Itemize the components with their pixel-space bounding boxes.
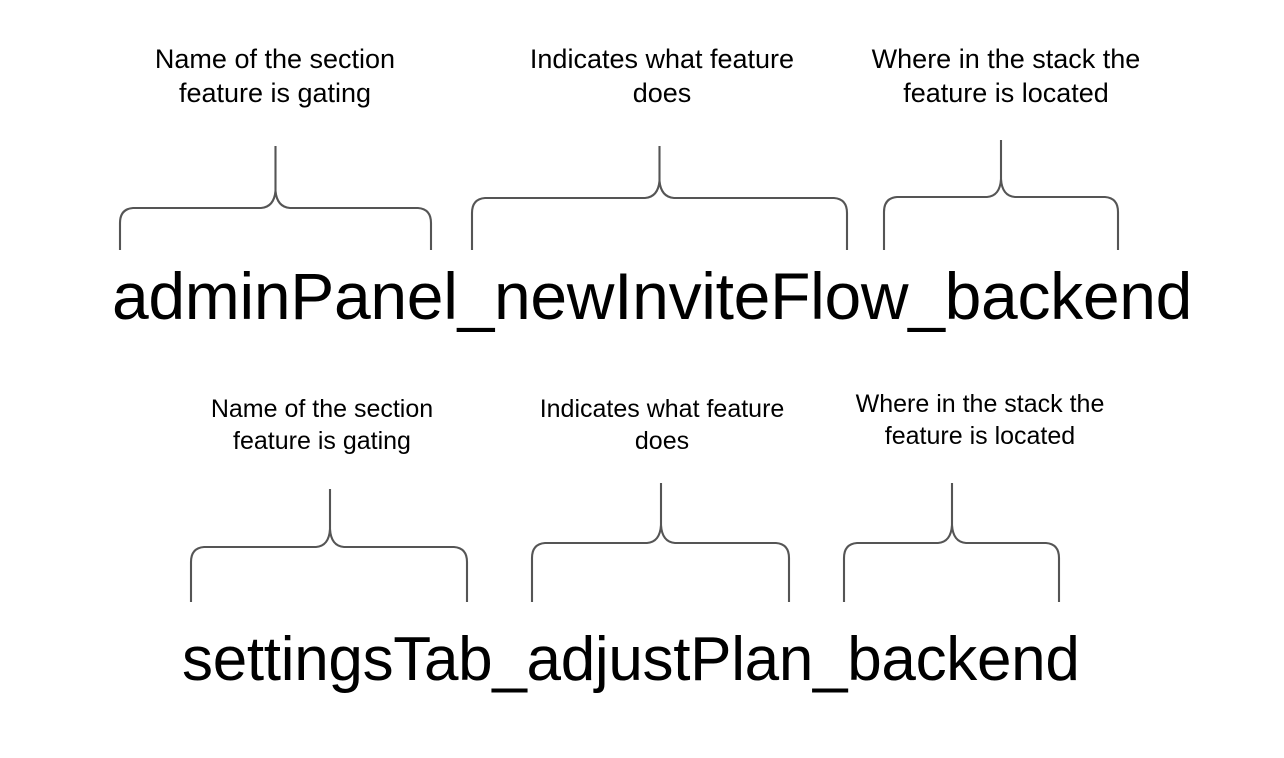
caption-layer-2: Where in the stack the feature is locate… [855, 390, 1105, 450]
brace-layer-2 [843, 483, 1060, 602]
feature-flag-token-1: adminPanel_newInviteFlow_backend [112, 259, 1193, 333]
brace-layer-1 [883, 140, 1119, 250]
caption-behavior-2: Indicates what feature does [539, 395, 785, 455]
caption-section-2: Name of the section feature is gating [210, 395, 434, 455]
caption-behavior-1: Indicates what feature does [529, 44, 795, 109]
brace-behavior-2 [531, 483, 790, 602]
brace-section-2 [190, 489, 468, 602]
caption-layer-1: Where in the stack the feature is locate… [871, 44, 1141, 109]
brace-section-1 [119, 146, 432, 250]
feature-flag-token-2: settingsTab_adjustPlan_backend [182, 625, 1080, 694]
brace-behavior-1 [471, 146, 848, 250]
caption-section-1: Name of the section feature is gating [154, 44, 396, 109]
